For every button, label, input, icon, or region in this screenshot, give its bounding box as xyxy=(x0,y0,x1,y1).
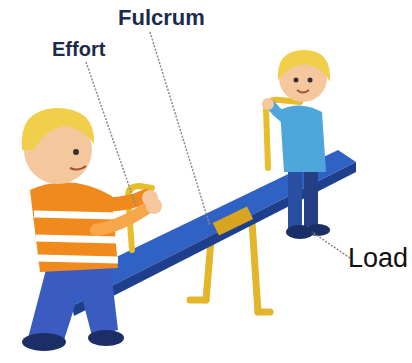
leader-line xyxy=(86,32,350,258)
part-label: Fulcrum xyxy=(118,6,205,30)
pivot-block xyxy=(213,206,253,235)
boy-figure xyxy=(22,108,162,351)
part-label: Load xyxy=(348,244,408,274)
part-label: Effort xyxy=(52,38,105,60)
girl-figure xyxy=(262,50,330,239)
